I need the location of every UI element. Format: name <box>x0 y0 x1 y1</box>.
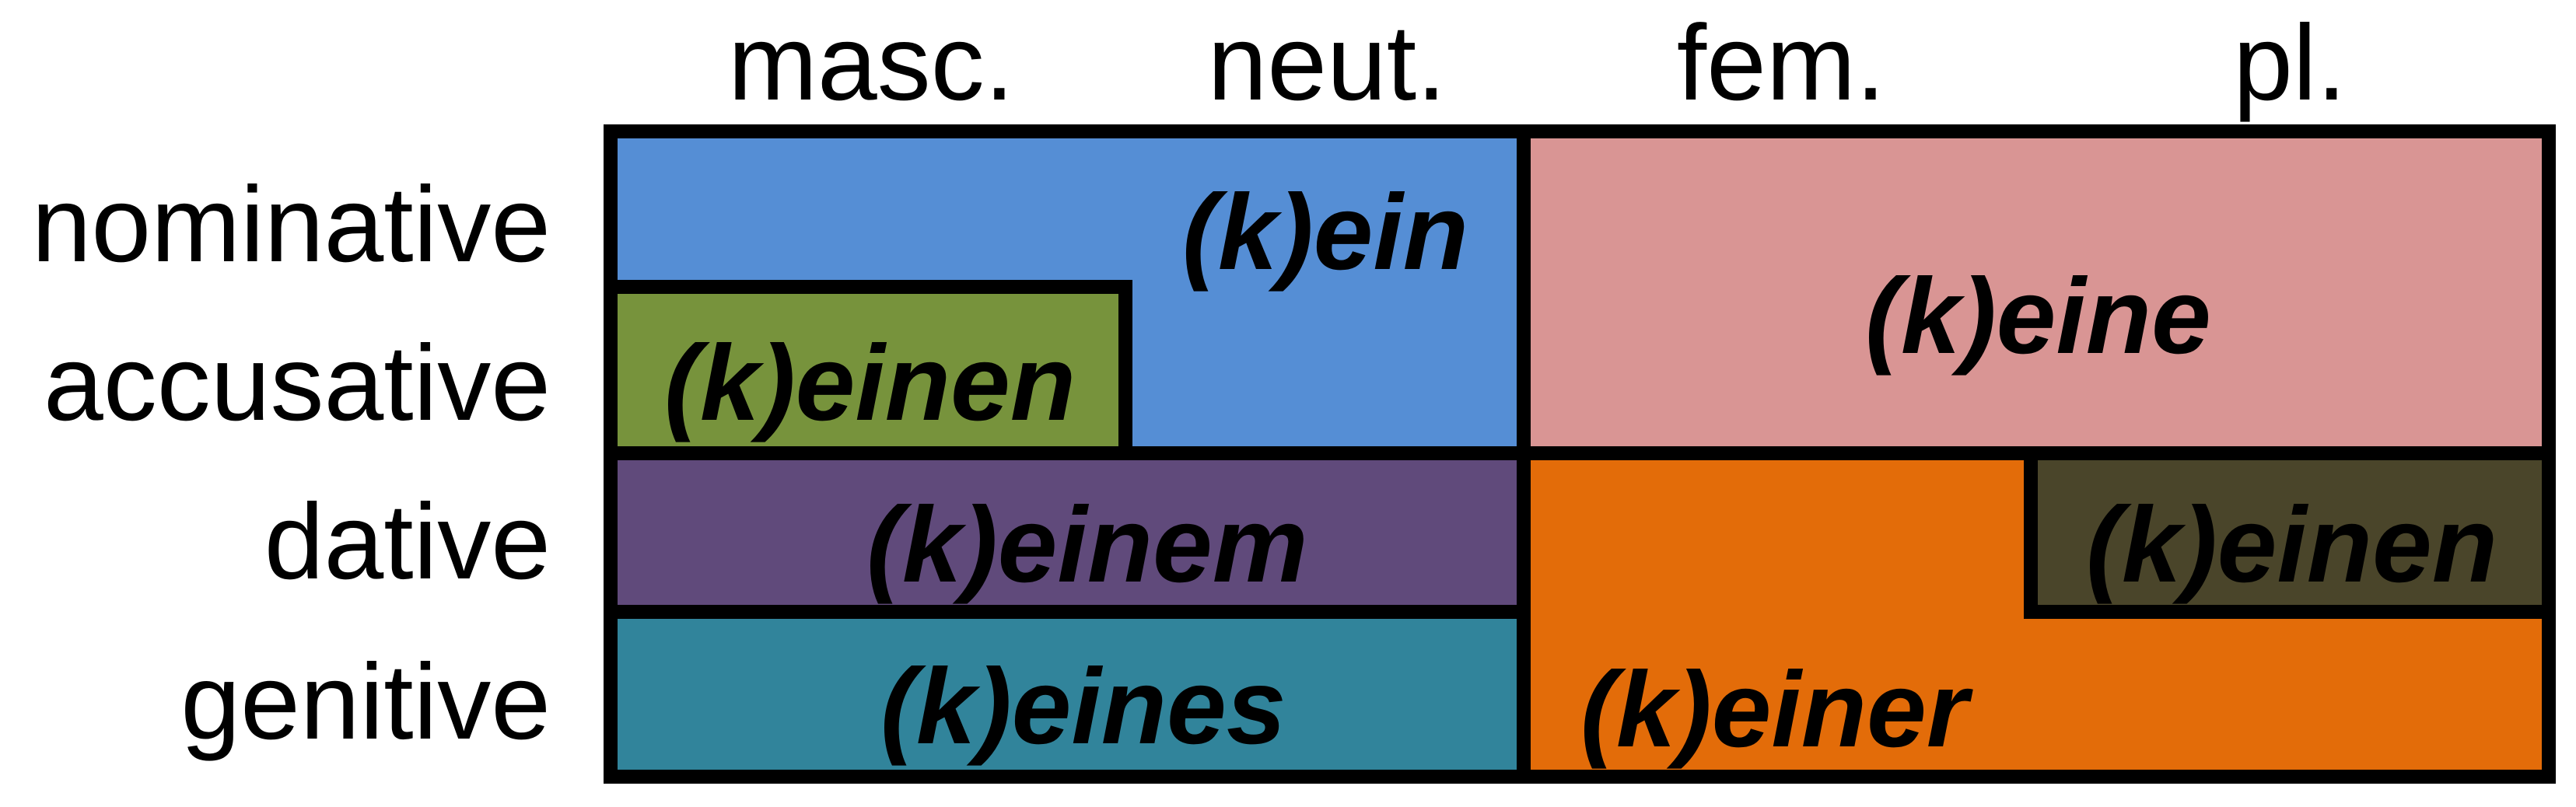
column-header-neuter: neut. <box>1207 3 1447 123</box>
form-keinem: (k)einem <box>866 485 1308 605</box>
column-header-feminine: fem. <box>1676 3 1886 123</box>
form-keine: (k)eine <box>1865 257 2211 376</box>
form-keiner: (k)einer <box>1580 650 1969 770</box>
row-header-nominative: nominative <box>31 165 551 285</box>
row-header-accusative: accusative <box>44 323 551 443</box>
cell-pl-dative: (k)einen <box>2024 446 2556 619</box>
form-keinen-masc: (k)einen <box>664 323 1076 443</box>
declension-table: (k)ein (k)einen (k)eine (k)einem (k)eine… <box>604 124 2556 784</box>
form-keinen-pl: (k)einen <box>2086 485 2498 605</box>
column-header-plural: pl. <box>2233 3 2347 123</box>
cell-masc-accusative: (k)einen <box>604 280 1132 460</box>
cell-masc-neut-dative: (k)einem <box>604 446 1531 619</box>
cell-fem-pl-nom-acc: (k)eine <box>1517 124 2556 460</box>
form-keines: (k)eines <box>880 647 1286 767</box>
column-header-masculine: masc. <box>727 3 1015 123</box>
row-header-dative: dative <box>264 482 551 602</box>
form-kein: (k)ein <box>1181 173 1468 292</box>
cell-masc-neut-genitive: (k)eines <box>604 605 1531 784</box>
row-header-genitive: genitive <box>180 642 551 762</box>
